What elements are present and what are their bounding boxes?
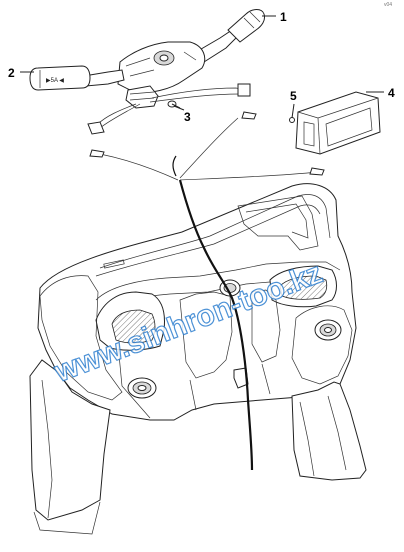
callout-1: 1 (280, 10, 287, 24)
vent-left (127, 377, 157, 399)
vent-right (314, 319, 342, 341)
wire-harness (172, 155, 254, 471)
callout-leaders (20, 15, 384, 119)
corner-mark: v04 (384, 2, 392, 8)
callout-3: 3 (184, 110, 191, 124)
combination-switch: ▶5A ◀ (29, 9, 265, 135)
callout-5: 5 (290, 89, 297, 103)
connection-leaders (89, 111, 325, 181)
dashboard-housing (29, 183, 367, 535)
screw-part-5 (289, 117, 295, 123)
switch-panel-part-4 (295, 91, 381, 155)
screw-part-3 (167, 100, 181, 109)
callout-2: 2 (8, 66, 15, 80)
callout-4: 4 (388, 86, 395, 100)
switch-marking: ▶5A ◀ (46, 78, 64, 84)
